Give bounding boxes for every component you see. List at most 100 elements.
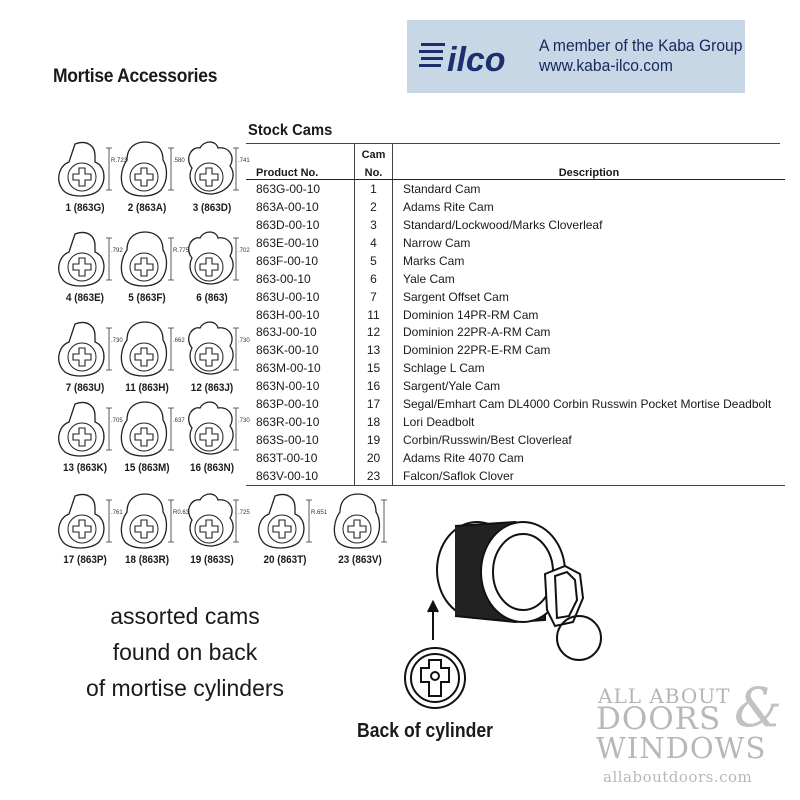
cam-dimension: .730 [238,418,250,424]
cell-description: Dominion 14PR-RM Cam [403,307,539,322]
cell-product: 863K-00-10 [256,343,319,358]
cam-icon [188,321,239,375]
column-header-description: Description [392,143,785,180]
cell-product: 863S-00-10 [256,433,319,448]
column-header-cam: Cam No. [354,143,393,180]
cell-cam-no: 5 [354,251,393,270]
cam-drawing: R0.630 18 (863R) [117,492,192,572]
section-title: Mortise Accessories [53,66,218,87]
cam-icon [120,493,174,549]
cam-icon [120,141,174,197]
cell-description: Yale Cam [403,271,455,286]
cam-label: 15 (863M) [124,462,170,474]
mortise-cylinder-illustration [404,520,602,709]
cell-product: 863G-00-10 [256,181,321,196]
watermark-line-1: ALL ABOUT [598,684,731,708]
cam-icon [58,321,112,377]
cell-description: Sargent Offset Cam [403,289,509,304]
cell-cam-no: 17 [354,395,393,414]
caption: assorted cams found on back of mortise c… [50,598,320,706]
cam-label: 19 (863S) [190,554,234,566]
cam-dimension: R.775 [173,248,190,254]
cell-description: Standard Cam [403,181,481,196]
cell-cam-no: 19 [354,431,393,450]
brand-tagline: A member of the Kaba Group [539,36,743,55]
cam-dimension: .730 [238,338,250,344]
cell-cam-no: 15 [354,359,393,378]
cam-drawing: .730 16 (863N) [182,400,252,480]
cell-cam-no: 11 [354,305,393,324]
table-row: 863S-00-10 19 Corbin/Russwin/Best Cloverle… [246,431,785,450]
cell-description: Falcon/Saflok Clover [392,467,785,486]
cell-description: Sargent/Yale Cam [403,379,501,394]
cam-dimension: R.651 [311,510,328,516]
cam-icon [258,493,312,549]
svg-text:ilco: ilco [447,41,506,79]
cam-icon [188,141,239,195]
cam-label: 17 (863P) [63,554,107,566]
cell-cam-no: 23 [354,467,393,486]
cell-cam-no: 13 [354,341,393,360]
cell-description: Adams Rite 4070 Cam [403,451,524,466]
cell-description: Lori Deadbolt [403,415,475,430]
cell-cam-no: 18 [354,413,393,432]
caption-line-1: assorted cams [110,603,260,629]
cam-icon [120,231,174,287]
cam-icon [58,141,112,197]
cam-label: 18 (863R) [124,554,170,566]
cell-description: Standard/Lockwood/Marks Cloverleaf [403,217,603,232]
cam-drawing: 23 (863V) [330,492,400,572]
cell-description: Marks Cam [403,253,465,268]
cam-label: 3 (863D) [192,202,232,214]
cell-product: 863V-00-10 [246,467,355,486]
cell-product: 863A-00-10 [256,199,319,214]
cam-drawing: .725 19 (863S) [182,492,252,572]
cell-description: Segal/Emhart Cam DL4000 Corbin Russwin P… [403,397,772,412]
cam-label: 2 (863A) [127,202,167,214]
cam-dimension: R0.630 [173,510,193,516]
cell-product: 863M-00-10 [256,361,321,376]
cell-cam-no: 6 [354,269,393,288]
watermark-url: allaboutdoors.com [603,768,753,786]
cam-label: 16 (863N) [189,462,235,474]
cell-product: 863E-00-10 [256,235,319,250]
cell-cam-no: 12 [354,323,393,342]
table-row: 863M-00-10 15 Schlage L Cam [246,359,785,378]
brand-banner: ilco A member of the Kaba Group www.kaba… [407,20,745,93]
cam-label: 1 (863G) [65,202,105,214]
cam-label: 12 (863J) [190,382,234,394]
cell-product: 863U-00-10 [256,289,320,304]
column-header-product: Product No. [246,143,355,180]
cam-dimension: .725 [238,510,250,516]
cam-icon [188,493,239,547]
ilco-logo: ilco [419,41,506,79]
cam-drawing: R.723 1 (863G) [55,140,128,220]
cam-icon [120,401,174,457]
cell-description: Corbin/Russwin/Best Cloverleaf [403,433,572,448]
cam-dimension: R.723 [111,158,128,164]
cell-description: Schlage L Cam [403,361,485,376]
cell-product: 863D-00-10 [256,217,320,232]
cell-cam-no: 20 [354,449,393,467]
cell-description: Narrow Cam [403,235,471,250]
cam-label: 4 (863E) [66,292,104,304]
cam-dimension: .702 [238,248,250,254]
watermark-line-3: WINDOWS [596,731,767,765]
